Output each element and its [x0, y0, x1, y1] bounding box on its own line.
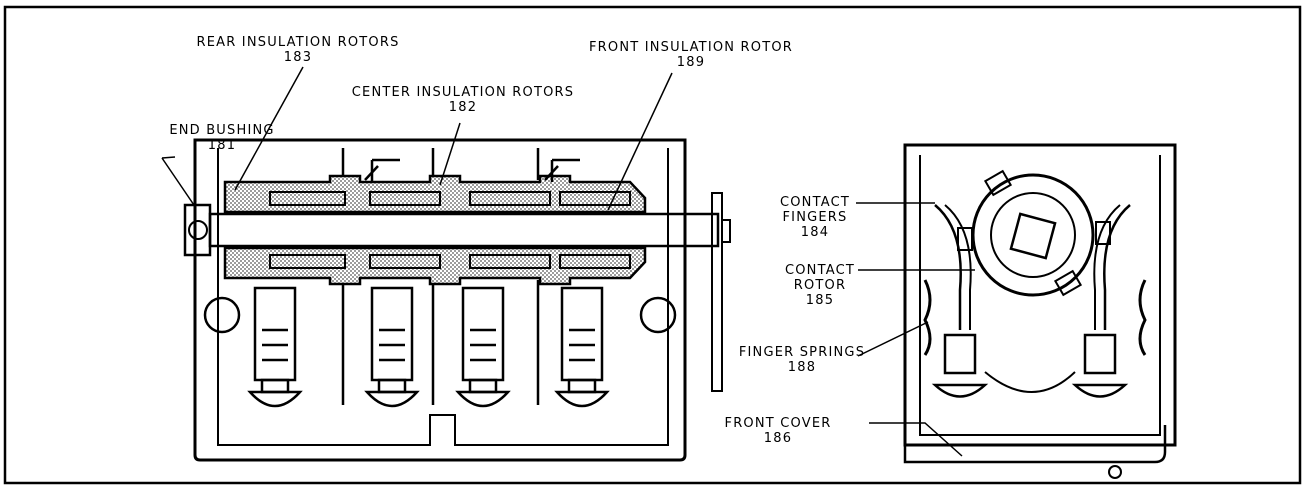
label-rear-rotors-name: REAR INSULATION ROTORS [196, 35, 400, 50]
label-end-bushing-num: 181 [207, 138, 237, 153]
contact-finger-right [1103, 204, 1131, 330]
side-housing-inner [217, 148, 669, 446]
label-end-bushing: END BUSHING 181 [169, 123, 274, 153]
label-front-rotor-name: FRONT INSULATION ROTOR [588, 40, 794, 55]
leader-end-bushing [161, 157, 197, 209]
label-front-cover: FRONT COVER 186 [725, 416, 832, 446]
label-contact-fingers-line1: CONTACT [779, 195, 851, 210]
label-center-rotors-name: CENTER INSULATION ROTORS [351, 85, 575, 100]
label-front-rotor: FRONT INSULATION ROTOR 189 [589, 40, 793, 70]
figure-border [3, 5, 1302, 485]
mounting-hole-left [203, 296, 241, 334]
finger-spring-left [923, 279, 932, 356]
label-contact-fingers: CONTACT FINGERS 184 [780, 195, 850, 240]
label-center-rotors-num: 182 [448, 100, 478, 115]
side-view [183, 138, 731, 462]
label-contact-rotor-line2: ROTOR [793, 278, 847, 293]
end-view [903, 143, 1177, 479]
mounting-hole-right [639, 296, 677, 334]
label-finger-springs-num: 188 [787, 360, 817, 375]
label-rear-rotors-num: 183 [283, 50, 313, 65]
side-housing [193, 138, 687, 462]
label-rear-rotors: REAR INSULATION ROTORS 183 [196, 35, 399, 65]
label-front-cover-num: 186 [763, 431, 793, 446]
label-contact-rotor-num: 185 [805, 293, 835, 308]
label-finger-springs-name: FINGER SPRINGS [738, 345, 866, 360]
contact-finger-left [934, 204, 962, 330]
label-contact-fingers-line2: FINGERS [782, 210, 848, 225]
end-housing [903, 143, 1177, 447]
label-finger-springs: FINGER SPRINGS 188 [739, 345, 865, 375]
insulation-rotors-lower [223, 246, 647, 286]
finger-spring-right [1138, 279, 1147, 356]
terminals [247, 286, 610, 408]
front-cover [903, 425, 1167, 464]
leader-center-rotors [439, 122, 461, 186]
insulation-rotors-upper [223, 174, 647, 214]
leader-lines [161, 66, 975, 457]
front-plate [711, 192, 723, 392]
label-contact-fingers-num: 184 [800, 225, 830, 240]
leader-finger-springs [857, 321, 929, 357]
label-front-cover-name: FRONT COVER [724, 416, 832, 431]
label-center-rotors: CENTER INSULATION ROTORS 182 [352, 85, 574, 115]
leader-front-cover [869, 422, 963, 457]
label-end-bushing-name: END BUSHING [169, 123, 275, 138]
leader-rear-rotors [234, 66, 304, 191]
leader-front-rotor [607, 72, 673, 211]
shaft [208, 212, 720, 248]
contact-clips-top [364, 158, 580, 182]
label-front-rotor-num: 189 [676, 55, 706, 70]
label-contact-rotor: CONTACT ROTOR 185 [785, 263, 855, 308]
label-contact-rotor-line1: CONTACT [784, 263, 856, 278]
